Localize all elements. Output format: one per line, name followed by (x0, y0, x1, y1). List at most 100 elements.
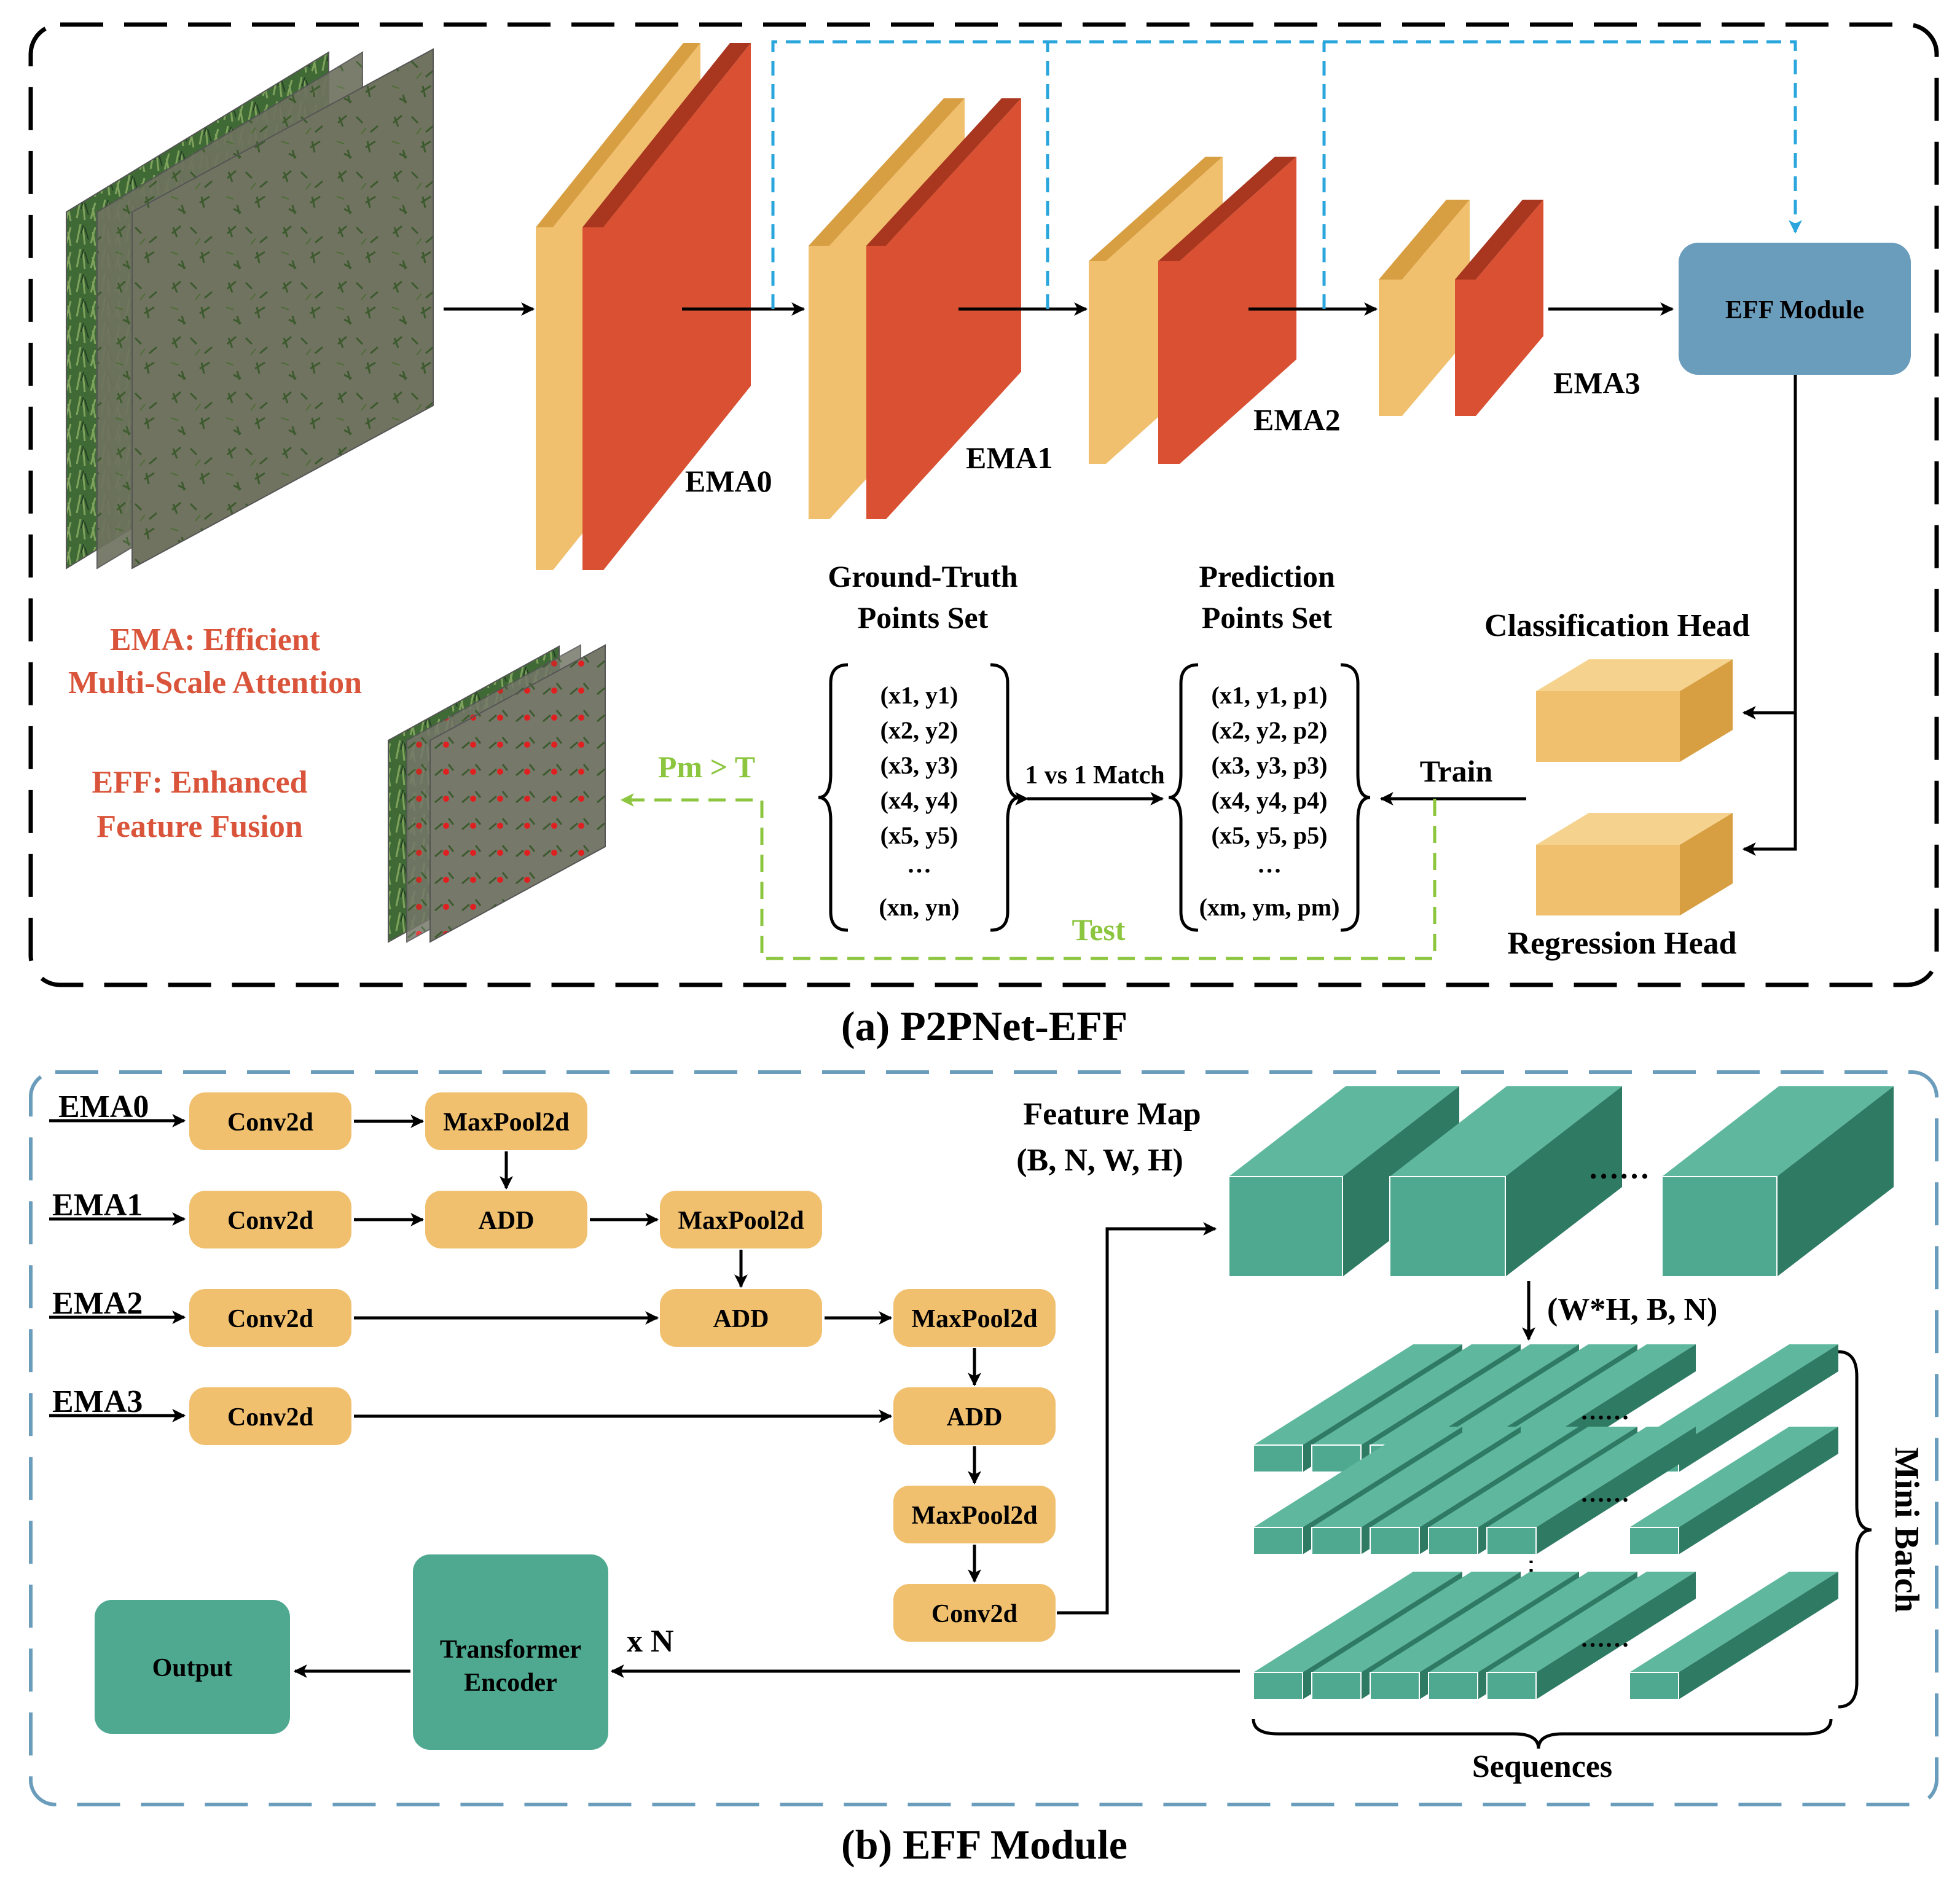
gt-point-1: (x1, y1) (880, 681, 958, 709)
panel-a: EMA0 EMA1 EMA2 (28, 22, 1939, 987)
prediction-title-line1: Prediction (1199, 559, 1335, 594)
label-ema3: EMA3 (1553, 366, 1641, 400)
conv2d-box-3 (189, 1387, 351, 1445)
feature-map-label-line1: Feature Map (1023, 1097, 1201, 1132)
panel-b-frame (29, 1070, 1938, 1806)
add-box-1 (660, 1289, 822, 1347)
prediction-brace-right (1340, 663, 1371, 932)
caption-a: (a) P2PNet-EFF (841, 1003, 1127, 1049)
conv2d-label-0: Conv2d (227, 1108, 313, 1137)
seq-tube (1486, 1427, 1696, 1555)
seq-tube (1629, 1572, 1838, 1700)
pred-point-4: (x4, y4, p4) (1212, 786, 1328, 814)
conv2d-label-final: Conv2d (931, 1600, 1017, 1628)
add-label-0: ADD (479, 1207, 535, 1235)
repeat-label: x N (627, 1624, 674, 1659)
feature-map-cubes: …… (1228, 1086, 1894, 1277)
maxpool-box-1 (660, 1191, 822, 1248)
add-box-2 (893, 1387, 1056, 1445)
pred-point-1: (x1, y1, p1) (1212, 681, 1328, 709)
pred-point-ellipsis: … (1257, 850, 1282, 878)
gt-point-2: (x2, y2) (880, 716, 958, 744)
classification-head-label: Classification Head (1484, 608, 1750, 643)
transformer-encoder-box (413, 1554, 608, 1750)
prediction-points-list: (x1, y1, p1) (x2, y2, p2) (x3, y3, p3) (… (1199, 681, 1340, 921)
maxpool-box-3 (893, 1486, 1056, 1543)
sequences-brace (1252, 1718, 1833, 1749)
caption-b: (b) EFF Module (841, 1821, 1127, 1868)
conv2d-box-0 (189, 1092, 351, 1150)
input-label-ema3: EMA3 (52, 1384, 143, 1419)
conv2d-box-1 (189, 1191, 351, 1248)
pred-point-m: (xm, ym, pm) (1199, 893, 1340, 921)
feature-cube-2 (1389, 1086, 1622, 1277)
label-ema1: EMA1 (966, 441, 1053, 475)
maxpool-label-2: MaxPool2d (911, 1305, 1037, 1333)
reshape-label: (W*H, B, N) (1547, 1292, 1717, 1327)
gt-point-5: (x5, y5) (880, 821, 958, 849)
ema0-block (536, 43, 751, 570)
seq-tube (1629, 1427, 1838, 1555)
gt-brace-left (818, 663, 849, 932)
input-labels: EMA0 EMA1 EMA2 EMA3 (52, 1089, 149, 1419)
eff-module-label: EFF Module (1725, 296, 1864, 324)
gt-point-3: (x3, y3) (880, 751, 958, 779)
seq-tube (1486, 1572, 1696, 1700)
seq-dots-2: …… (1580, 1479, 1629, 1507)
maxpool-box-2 (893, 1289, 1056, 1347)
prediction-brace-left (1168, 663, 1199, 932)
panel-b: EMA0 EMA1 EMA2 EMA3 Conv2d Conv2d Conv2d… (29, 1070, 1938, 1806)
pred-point-2: (x2, y2, p2) (1212, 716, 1328, 744)
maxpool-label-3: MaxPool2d (911, 1502, 1037, 1530)
input-arrows (49, 1114, 186, 1422)
panel-a-frame (28, 22, 1939, 987)
classification-head-block (1536, 659, 1733, 762)
legend-eff-line1: EFF: Enhanced (92, 765, 307, 800)
regression-head-label: Regression Head (1507, 926, 1736, 961)
gt-title-line1: Ground-Truth (828, 559, 1018, 594)
maxpool-label-0: MaxPool2d (443, 1108, 569, 1137)
skip-connections (771, 40, 1802, 309)
feature-map-label-line2: (B, N, W, H) (1016, 1143, 1183, 1178)
eff-module-box (1679, 243, 1911, 375)
regression-head-block (1536, 813, 1733, 915)
legend-eff-line2: Feature Fusion (96, 809, 303, 844)
test-label: Test (1072, 912, 1125, 947)
mini-batch-label: Mini Batch (1887, 1447, 1926, 1612)
conv2d-box-2 (189, 1289, 351, 1347)
label-ema0: EMA0 (685, 464, 772, 498)
gt-points-list: (x1, y1) (x2, y2) (x3, y3) (x4, y4) (x5,… (879, 681, 959, 921)
ema3-block (1379, 200, 1543, 416)
output-label: Output (152, 1654, 233, 1682)
eff-flow-arrows (354, 1115, 1217, 1615)
transformer-label-line1: Transformer (440, 1636, 581, 1664)
gt-point-4: (x4, y4) (880, 786, 958, 814)
mini-batch-brace (1838, 1350, 1872, 1709)
add-label-2: ADD (947, 1403, 1003, 1432)
add-box-0 (425, 1191, 587, 1248)
sequence-group-3: …… (1253, 1572, 1838, 1700)
input-label-ema1: EMA1 (52, 1188, 143, 1223)
prediction-title-line2: Points Set (1202, 600, 1333, 635)
maxpool-box-0 (425, 1092, 587, 1150)
sequences-label: Sequences (1472, 1749, 1612, 1784)
output-image-stack (388, 644, 606, 943)
input-label-ema2: EMA2 (52, 1286, 143, 1321)
output-box (95, 1600, 290, 1734)
gt-point-n: (xn, yn) (879, 893, 959, 921)
conv2d-label-3: Conv2d (227, 1403, 313, 1432)
train-label: Train (1420, 754, 1493, 788)
ema2-block (1089, 157, 1296, 464)
seq-dots-1: …… (1580, 1397, 1629, 1425)
gt-title-line2: Points Set (858, 600, 989, 635)
conv2d-label-2: Conv2d (227, 1305, 313, 1333)
pred-point-5: (x5, y5, p5) (1212, 821, 1328, 849)
input-label-ema0: EMA0 (58, 1089, 149, 1124)
eff-to-heads-arrows (1742, 375, 1797, 856)
maxpool-label-1: MaxPool2d (678, 1207, 804, 1235)
feature-cube-dots: …… (1588, 1151, 1650, 1185)
add-label-1: ADD (713, 1305, 769, 1333)
conv2d-column: Conv2d Conv2d Conv2d Conv2d (189, 1092, 351, 1445)
input-image-stack (66, 48, 434, 570)
